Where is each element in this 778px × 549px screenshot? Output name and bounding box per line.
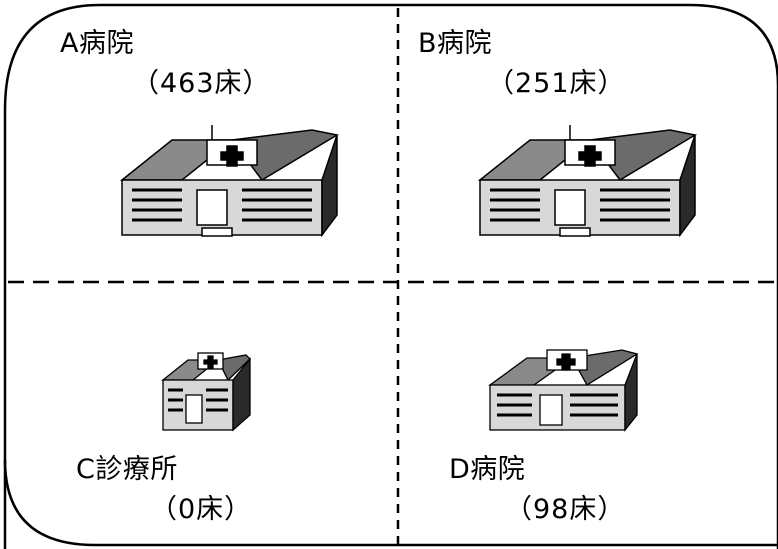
hospital-building-icon (119, 125, 340, 238)
bed-count-d: （98床） (505, 494, 626, 525)
rounded-border-bottom-left (3, 459, 778, 547)
facility-name-c: C診療所 (76, 454, 178, 485)
clinic-building-icon (161, 352, 251, 432)
bed-count-c: （0床） (150, 494, 253, 525)
bed-count-a: （463床） (132, 68, 271, 99)
facility-name-a: A病院 (60, 28, 134, 59)
hospital-building-icon (488, 349, 639, 432)
facility-name-d: D病院 (449, 454, 526, 485)
facility-name-b: B病院 (418, 28, 493, 59)
bed-count-b: （251床） (487, 68, 626, 99)
hospital-building-icon (477, 125, 698, 238)
